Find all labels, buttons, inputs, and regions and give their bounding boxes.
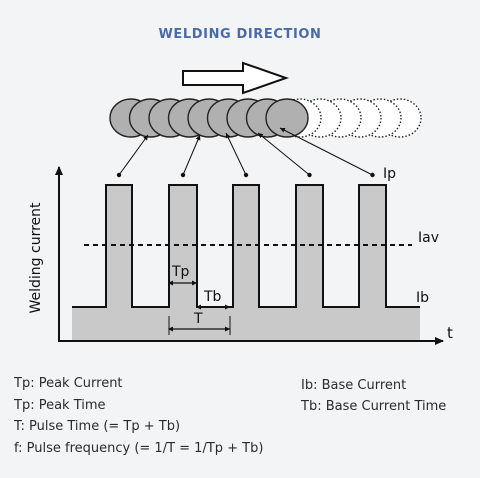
tb-label: Tb xyxy=(203,289,222,305)
pulse-pointer-line xyxy=(225,132,247,176)
average-current-label: Iav xyxy=(418,230,439,246)
legend-peak-time: Tp: Peak Time xyxy=(14,398,106,413)
pulse-bar xyxy=(296,185,323,341)
pulse-waveform xyxy=(72,184,420,341)
x-axis-label: t xyxy=(447,324,453,342)
legend-base-current: Ib: Base Current xyxy=(301,378,407,393)
weld-spots xyxy=(109,98,422,138)
legend-peak-current: Tp: Peak Current xyxy=(14,376,123,391)
pulse-pointer-line xyxy=(279,127,373,176)
pulse-bar xyxy=(106,185,132,341)
welded-spot xyxy=(265,98,309,138)
welding-direction-title: WELDING DIRECTION xyxy=(158,27,322,42)
pulse-bar xyxy=(169,185,197,341)
pulse-pointer-line xyxy=(118,134,149,176)
pulse-bar xyxy=(359,185,386,341)
t-label: T xyxy=(193,311,203,327)
y-axis-label: Welding current xyxy=(28,202,44,314)
peak-current-label: Ip xyxy=(383,166,396,182)
welding-direction-arrow xyxy=(182,61,290,95)
pulse-bar xyxy=(233,185,259,341)
legend-pulse-frequency: f: Pulse frequency (= 1/T = 1/Tp + Tb) xyxy=(14,441,264,456)
base-current-label: Ib xyxy=(416,290,429,306)
pulse-pointer-line xyxy=(182,134,201,176)
legend-base-current-time: Tb: Base Current Time xyxy=(301,399,447,414)
pulse-pointer-lines xyxy=(116,127,375,178)
legend-pulse-time: T: Pulse Time (= Tp + Tb) xyxy=(14,419,181,434)
tp-label: Tp xyxy=(171,264,190,280)
pulse-pointer-line xyxy=(257,132,310,176)
